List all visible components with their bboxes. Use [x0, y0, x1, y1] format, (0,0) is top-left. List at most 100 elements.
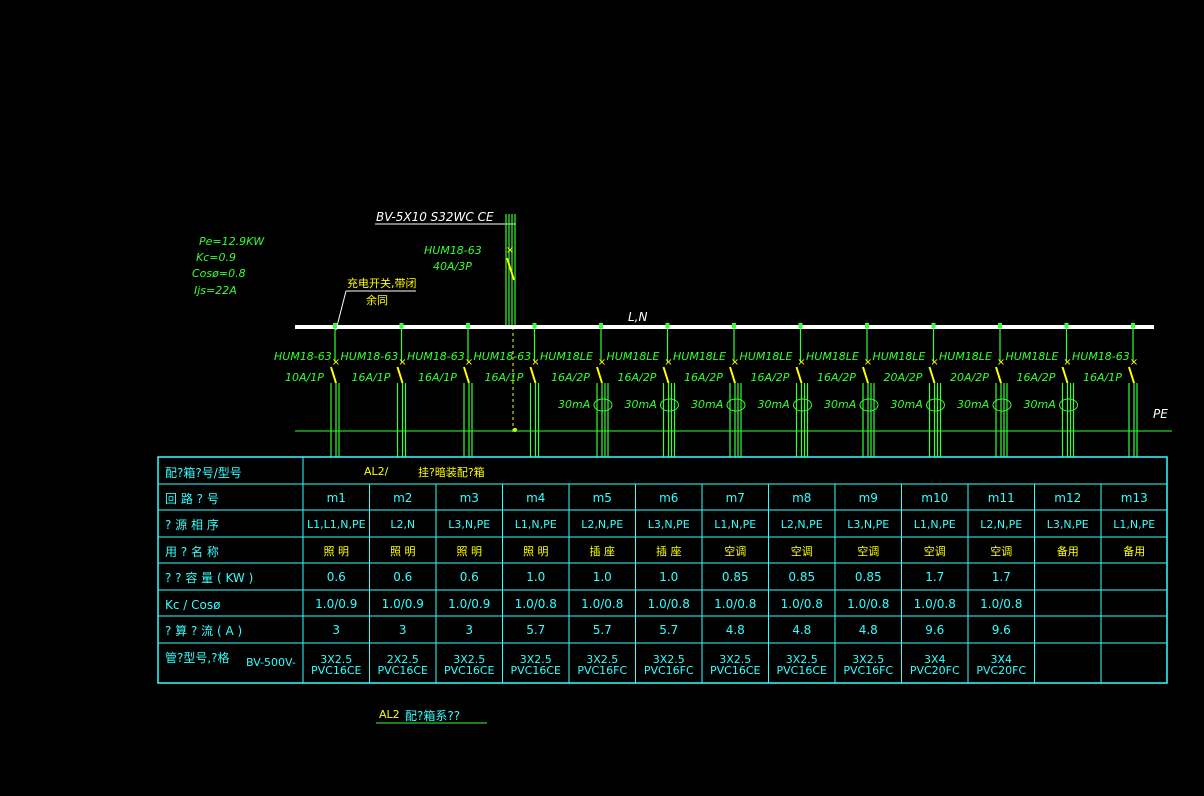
- breaker-model: HUM18LE: [540, 350, 593, 363]
- capacity-cell: 0.6: [327, 570, 346, 584]
- circuit-schedule-table: 配?箱?号/型号 AL2/ 挂?暗装配?箱 回 路 ? 号? 源 相 序用 ? …: [157, 456, 1168, 684]
- busbar-tap: [1064, 323, 1069, 328]
- load-summary: Pe=12.9KW Kc=0.9 Cosø=0.8 Ijs=22A: [192, 235, 265, 297]
- cable-size-cell: 3X4: [924, 653, 946, 666]
- usage-cell: 照 明: [523, 545, 549, 558]
- capacity-cell: 1.0: [593, 570, 612, 584]
- breaker-rating: 16A/2P: [817, 371, 856, 384]
- breaker-contact: [1061, 366, 1069, 384]
- breaker-contact: [795, 366, 803, 384]
- usage-cell: 空调: [724, 544, 746, 558]
- annotation-line1: 充电开关,带闭: [347, 276, 417, 290]
- cable-size-cell: 3X2.5: [719, 653, 751, 666]
- phase-cell: L1,N,PE: [914, 518, 956, 531]
- breaker-rating: 10A/1P: [285, 371, 324, 384]
- current-cell: 9.6: [925, 623, 944, 637]
- capacity-cell: 1.7: [925, 570, 944, 584]
- usage-cell: 空调: [791, 544, 813, 558]
- rcd-coil-icon: [593, 398, 613, 412]
- capacity-cell: 1.7: [992, 570, 1011, 584]
- breaker-contact: [862, 366, 869, 384]
- busbar-tap: [1131, 323, 1135, 328]
- capacity-cell: 0.85: [788, 570, 815, 584]
- busbar-tap: [798, 323, 803, 328]
- current-cell: 4.8: [859, 623, 878, 637]
- breaker-rating: 16A/2P: [751, 371, 790, 384]
- annotation-leader: [335, 290, 347, 331]
- cable-prefix: BV-500V-: [246, 656, 296, 669]
- busbar-tap: [998, 323, 1002, 328]
- phase-cell: L3,N,PE: [1047, 518, 1089, 531]
- phase-cell: L1,N,PE: [515, 518, 557, 531]
- busbar-tap: [732, 323, 736, 328]
- kc-cos-cell: 1.0/0.9: [315, 597, 357, 611]
- rcd-rating: 30mA: [625, 398, 657, 411]
- circuit-id-cell: m10: [921, 491, 948, 505]
- breaker-contact: [596, 366, 603, 384]
- main-busbar: [295, 325, 1154, 329]
- breaker-rating: 16A/1P: [1083, 371, 1122, 384]
- kc-cos-cell: 1.0/0.8: [515, 597, 557, 611]
- annotation-line2: 余同: [366, 293, 388, 307]
- usage-cell: 备用: [1057, 544, 1079, 558]
- kc-cos-cell: 1.0/0.8: [914, 597, 956, 611]
- breaker-contact: [396, 366, 404, 384]
- cable-size-cell: 2X2.5: [387, 653, 419, 666]
- usage-cell: 照 明: [457, 545, 483, 558]
- breaker-contact: [928, 366, 936, 384]
- capacity-cell: 0.6: [393, 570, 412, 584]
- kc-cos-cell: 1.0/0.8: [581, 597, 623, 611]
- phase-cell: L3,N,PE: [648, 518, 690, 531]
- breaker-cross-icon: ×: [1130, 357, 1138, 368]
- current-cell: 3: [332, 623, 340, 637]
- breaker-rating: 20A/2P: [950, 371, 989, 384]
- breaker-model: HUM18LE: [740, 350, 793, 363]
- breaker-cross-icon: ×: [465, 357, 473, 368]
- busbar-label: L,N: [628, 310, 648, 324]
- main-breaker-rating: 40A/3P: [433, 260, 472, 273]
- capacity-cell: 0.85: [722, 570, 749, 584]
- breaker-model: HUM18-63: [274, 350, 332, 363]
- rcd-coil-icon: [660, 398, 679, 412]
- load-summary-cos: Cosø=0.8: [192, 267, 246, 280]
- main-breaker-contact: [506, 257, 515, 281]
- breaker-model: HUM18LE: [1006, 350, 1059, 363]
- phase-cell: L2,N,PE: [581, 518, 623, 531]
- circuit-id-cell: m3: [460, 491, 479, 505]
- breaker-contact: [729, 366, 736, 384]
- phase-cell: L1,L1,N,PE: [307, 518, 366, 531]
- breaker-contact: [662, 366, 670, 384]
- rcd-rating: 30mA: [691, 398, 723, 411]
- current-cell: 4.8: [726, 623, 745, 637]
- rcd-rating: 30mA: [957, 398, 989, 411]
- table-frame: [157, 456, 1168, 684]
- kc-cos-cell: 1.0/0.9: [382, 597, 424, 611]
- rcd-coil-icon: [1059, 398, 1078, 412]
- rcd-coil-icon: [793, 398, 812, 412]
- usage-cell: 空调: [924, 544, 946, 558]
- load-summary-kc: Kc=0.9: [196, 251, 236, 264]
- table-header-code: AL2/: [364, 465, 389, 478]
- circuit-id-cell: m13: [1121, 491, 1148, 505]
- breaker-cross-icon: ×: [598, 357, 606, 368]
- current-cell: 3: [399, 623, 407, 637]
- table-row-label: ? 算 ? 流 ( A ): [165, 623, 242, 638]
- breaker-model: HUM18-63: [474, 350, 532, 363]
- conduit-cell: PVC16FC: [577, 664, 627, 677]
- table-row-label: 管?型号,?格: [165, 650, 230, 665]
- busbar-tap: [931, 323, 936, 328]
- breaker-cross-icon: ×: [332, 357, 340, 368]
- breaker-contact: [995, 366, 1002, 384]
- busbar-tap: [865, 323, 869, 328]
- capacity-cell: 0.85: [855, 570, 882, 584]
- current-cell: 4.8: [792, 623, 811, 637]
- kc-cos-cell: 1.0/0.8: [781, 597, 823, 611]
- current-cell: 3: [465, 623, 473, 637]
- load-summary-pe: Pe=12.9KW: [199, 235, 265, 248]
